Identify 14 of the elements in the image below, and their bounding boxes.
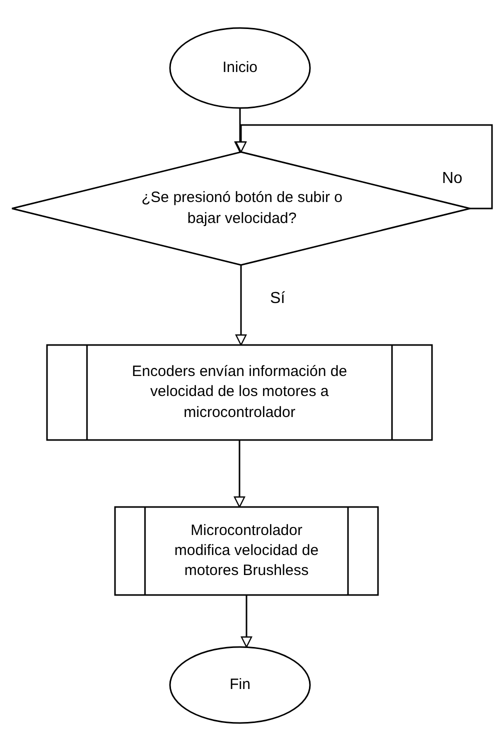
arrow (235, 124, 493, 210)
node-text: Fin (230, 674, 250, 695)
node-text: Encoders envían información de velocidad de los motores a microcontrolador (130, 362, 348, 423)
node-text: ¿Se presionó botón de subir o bajar velocidad? (140, 188, 344, 228)
node-text: Microcontrolador modifica velocidad de motores Brushless (173, 520, 320, 582)
terminal-ellipse (170, 28, 310, 108)
terminal-ellipse (170, 647, 310, 723)
decision-diamond (12, 152, 470, 265)
arrow (234, 440, 246, 508)
arrow (240, 595, 252, 648)
process-box (115, 507, 378, 595)
arrow (235, 265, 247, 346)
process-box (47, 345, 432, 440)
node-text: Inicio (222, 58, 258, 78)
